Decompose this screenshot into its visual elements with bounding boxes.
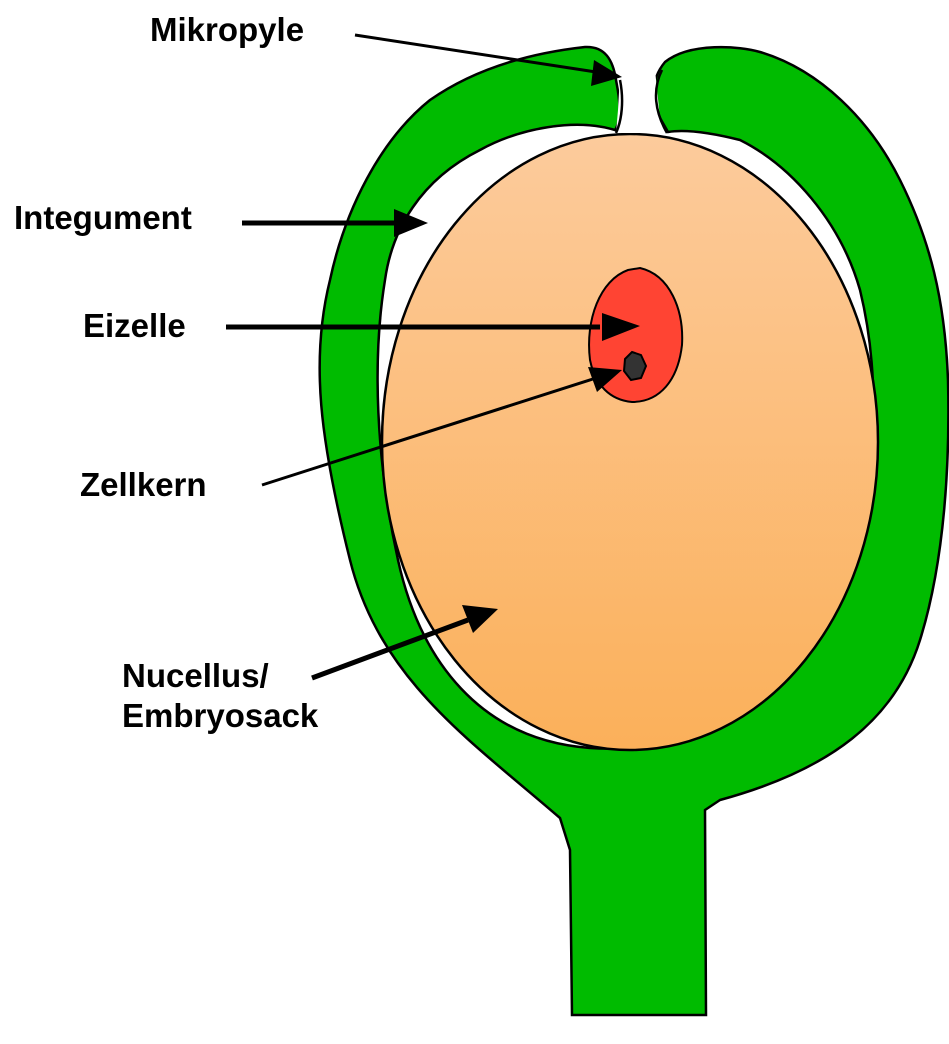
label-mikropyle: Mikropyle [150,10,304,50]
label-nucellus: Nucellus/ Embryosack [122,656,318,736]
label-zellkern: Zellkern [80,465,207,505]
label-eizelle: Eizelle [83,306,186,346]
arrow-integument [242,209,428,237]
label-nucellus-line1: Nucellus/ [122,656,318,696]
label-nucellus-line2: Embryosack [122,696,318,736]
nucellus-shape [382,134,878,750]
label-integument: Integument [14,198,192,238]
